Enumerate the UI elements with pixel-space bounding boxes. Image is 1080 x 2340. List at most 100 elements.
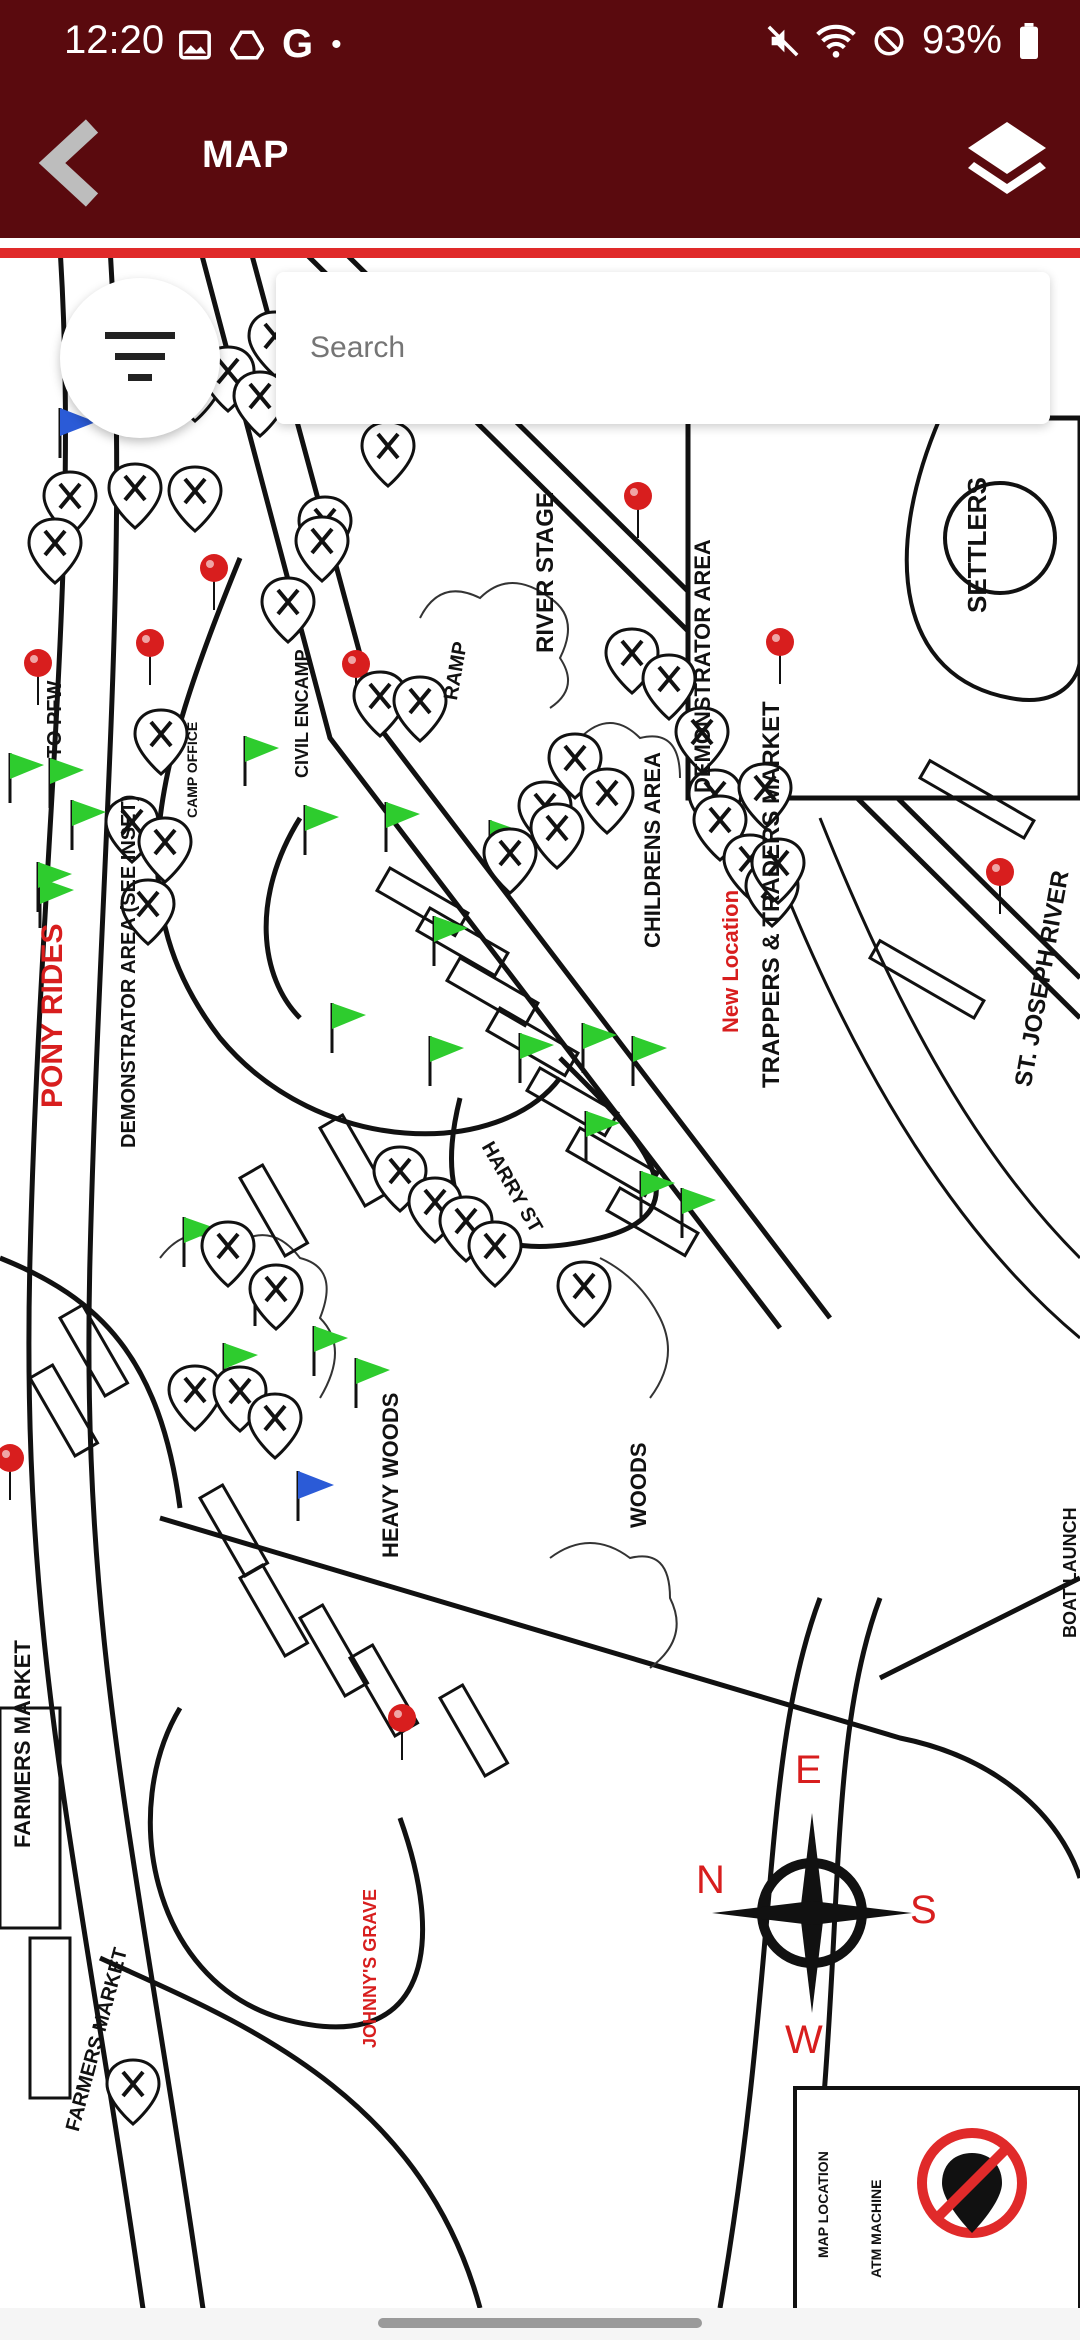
status-bar: 12:20 G • 93% — [0, 0, 1080, 88]
food-vendor-icon — [133, 708, 189, 776]
food-vendor-icon — [247, 1392, 303, 1460]
filter-icon — [105, 332, 175, 381]
layers-icon — [968, 122, 1046, 194]
blue-flag-icon — [296, 1471, 334, 1521]
label-settlers: SETTLERS — [962, 477, 992, 613]
label-demonstrator-inset: DEMONSTRATOR AREA (SEE INSET) — [118, 794, 140, 1148]
food-vendor-icon — [482, 827, 538, 895]
label-farmers-market-1: FARMERS MARKET — [10, 1640, 35, 1848]
location-pin-icon — [0, 1444, 24, 1500]
food-vendor-icon — [737, 762, 793, 830]
food-vendor-icon — [467, 1220, 523, 1288]
location-pin-icon — [624, 482, 652, 538]
label-river-stage: RIVER STAGE — [532, 492, 559, 653]
status-time: 12:20 — [64, 18, 165, 62]
location-pin-icon — [388, 1704, 416, 1760]
back-button[interactable] — [30, 118, 110, 208]
location-pin-icon — [200, 554, 228, 610]
campsite-flag-icon — [639, 1171, 675, 1221]
filter-button[interactable] — [60, 278, 220, 438]
campsite-flag-icon — [36, 862, 72, 912]
campsite-flag-icon — [38, 878, 74, 928]
header-divider — [0, 248, 1080, 258]
food-vendor-icon — [232, 370, 288, 438]
campsite-flag-icon — [518, 1033, 554, 1083]
map-canvas[interactable]: DEMONSTRATOR AREA SETTLERS RIVER STAGE R… — [0, 258, 1080, 2308]
label-demonstrator-area: DEMONSTRATOR AREA — [690, 539, 715, 793]
campsite-flag-icon — [384, 802, 420, 852]
label-heavy-woods: HEAVY WOODS — [378, 1392, 403, 1558]
food-vendor-icon — [579, 767, 635, 835]
food-vendor-icon — [556, 1260, 612, 1328]
gallery-icon — [179, 29, 211, 60]
status-icons-right: 93% — [766, 18, 1040, 63]
campsite-flag-icon — [8, 753, 44, 803]
campsite-flag-icon — [48, 758, 84, 808]
page-title: MAP — [202, 134, 290, 176]
food-vendor-icon — [750, 837, 806, 905]
location-pin-icon — [766, 628, 794, 684]
label-johnnys-grave: JOHNNY'S GRAVE — [360, 1889, 380, 2048]
campsite-flag-icon — [680, 1188, 716, 1238]
campsite-flag-icon — [354, 1358, 390, 1408]
location-pin-icon — [24, 649, 52, 705]
mute-icon — [767, 25, 799, 56]
location-pin-icon — [986, 858, 1014, 914]
food-vendor-icon — [529, 802, 585, 870]
campsite-flag-icon — [243, 736, 279, 786]
nav-bar — [0, 2308, 1080, 2340]
food-vendor-icon — [260, 576, 316, 644]
campsite-flag-icon — [432, 916, 468, 966]
food-vendor-icon — [360, 420, 416, 488]
blue-flag-icon — [58, 408, 96, 458]
location-pin-icon — [136, 629, 164, 685]
wifi-icon — [816, 24, 856, 58]
campsite-flag-icon — [581, 1023, 617, 1073]
compass-w: W — [785, 2018, 823, 2062]
food-vendor-icon — [107, 462, 163, 530]
food-vendor-icon — [105, 2058, 161, 2126]
label-trappers-market: TRAPPERS & TRADERS MARKET — [758, 701, 785, 1088]
campsite-flag-icon — [428, 1036, 464, 1086]
campsite-flag-icon — [312, 1326, 348, 1376]
gesture-handle[interactable] — [378, 2318, 702, 2328]
campsite-flag-icon — [182, 1217, 218, 1267]
no-parking-sign — [917, 2128, 1027, 2238]
legend-atm: ATM MACHINE — [868, 2179, 884, 2278]
back-arrow-icon — [38, 119, 99, 207]
food-vendor-icon — [137, 816, 193, 884]
food-vendor-icon — [167, 1364, 223, 1432]
app-bar: MAP — [0, 88, 1080, 238]
food-vendor-icon — [200, 1220, 256, 1288]
campsite-flag-icon — [70, 800, 106, 850]
drive-icon — [230, 29, 264, 60]
label-woods: WOODS — [626, 1442, 651, 1528]
campsite-flag-icon — [584, 1111, 620, 1161]
campsite-flag-icon — [631, 1036, 667, 1086]
compass-n: N — [696, 1858, 725, 1902]
food-vendor-icon — [27, 517, 83, 585]
food-vendor-icon — [392, 675, 448, 743]
legend-map-location: MAP LOCATION — [815, 2151, 831, 2258]
compass-rose — [712, 1813, 912, 2013]
label-childrens-area: CHILDRENS AREA — [640, 752, 665, 948]
dnd-icon — [874, 25, 904, 56]
dot-icon: • — [331, 27, 342, 61]
food-vendor-icon — [294, 515, 350, 583]
label-boat-launch: BOAT LAUNCH — [1060, 1507, 1080, 1638]
food-vendor-icon — [167, 465, 223, 533]
search-box[interactable] — [276, 272, 1050, 424]
google-icon: G — [282, 22, 314, 66]
label-camp-office: CAMP OFFICE — [184, 721, 200, 818]
battery-percent: 93% — [921, 18, 1002, 62]
status-icons-left: G • — [178, 22, 342, 67]
search-input[interactable] — [308, 312, 1012, 384]
food-vendor-icon — [248, 1263, 304, 1331]
compass-s: S — [910, 1888, 937, 1932]
battery-icon — [1020, 22, 1038, 59]
layers-button[interactable] — [962, 116, 1052, 206]
food-vendor-icon — [120, 878, 176, 946]
campsite-flag-icon — [330, 1003, 366, 1053]
label-new-location: New Location — [718, 889, 743, 1033]
compass-e: E — [795, 1748, 822, 1792]
